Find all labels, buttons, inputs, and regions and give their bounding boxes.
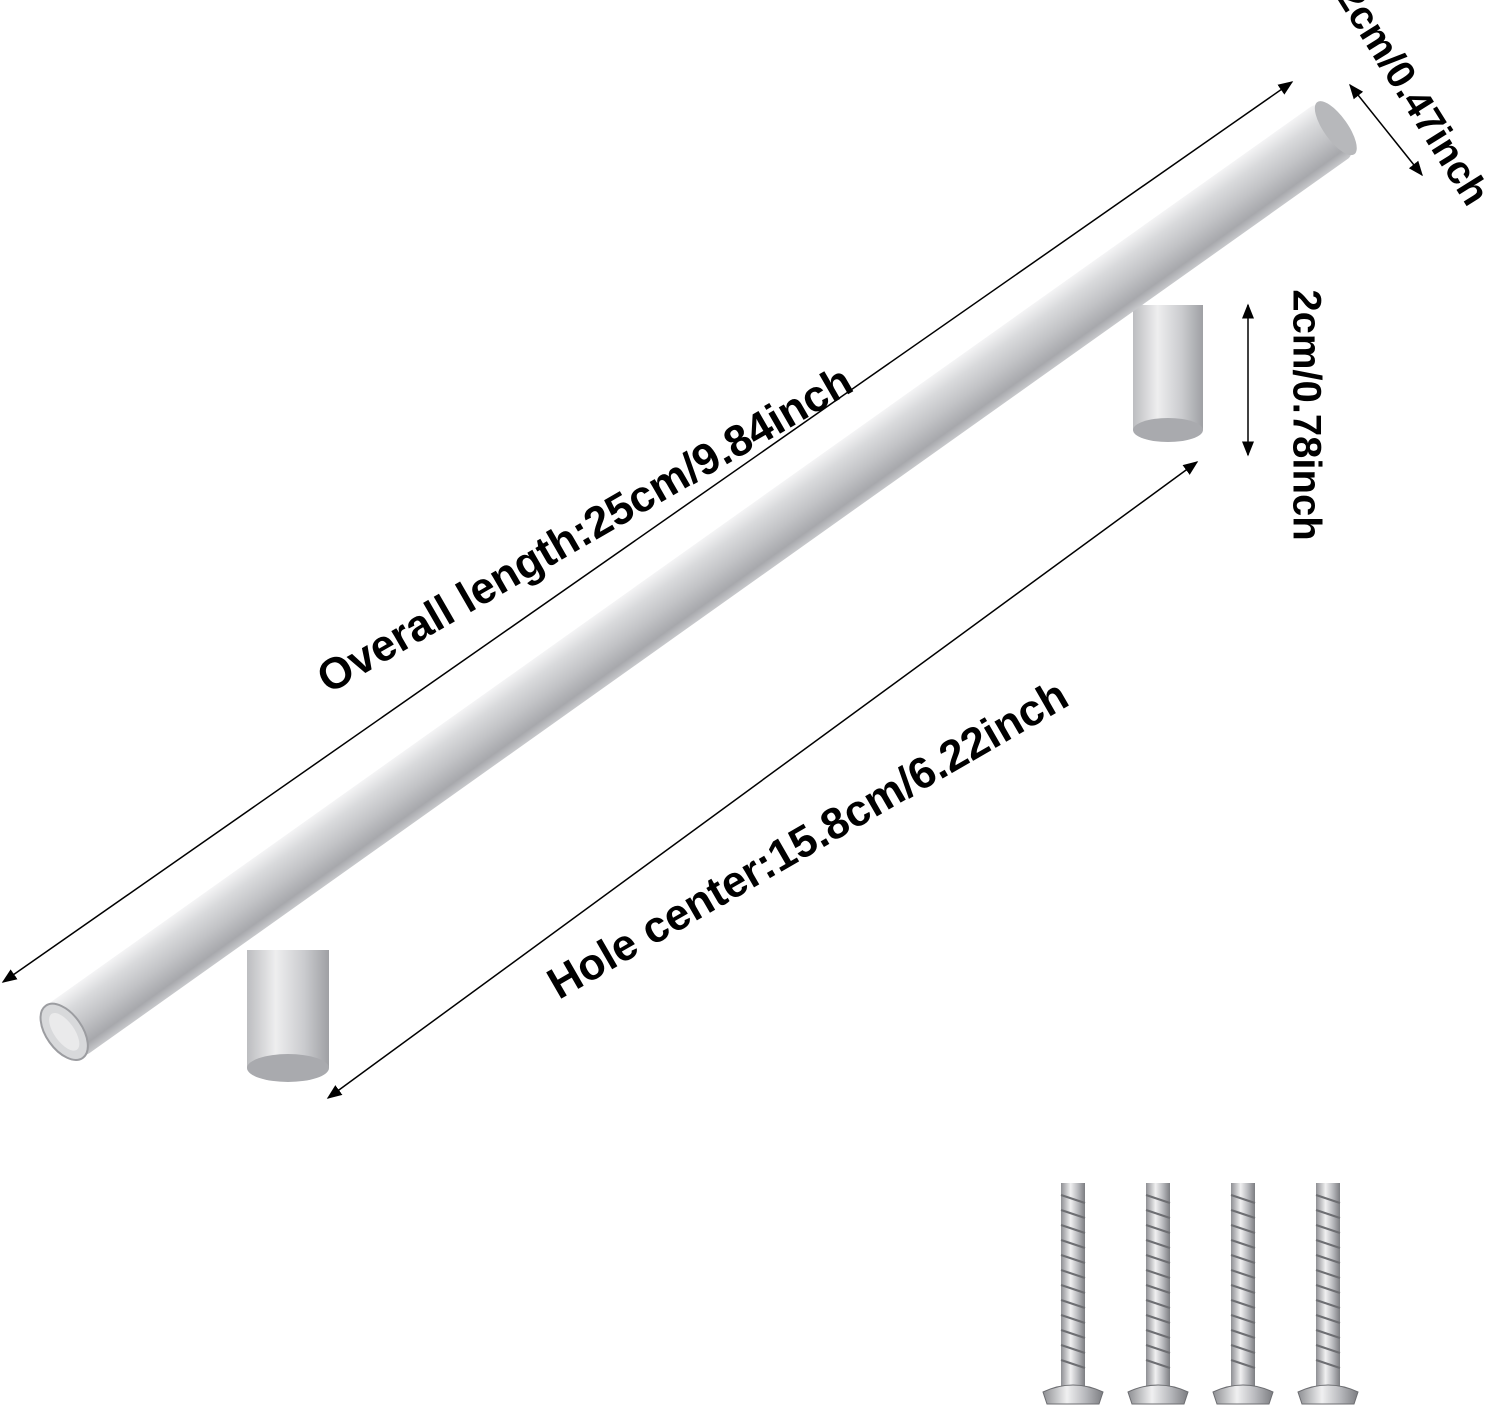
hole-center-dimension-line xyxy=(326,461,1199,1099)
handle-leg-right xyxy=(1133,305,1203,442)
handle-leg-left xyxy=(247,950,329,1082)
leg-height-label: 2cm/0.78inch xyxy=(1284,289,1329,541)
screw xyxy=(1212,1183,1274,1405)
screw-set xyxy=(1042,1183,1359,1405)
screw xyxy=(1127,1183,1189,1405)
bar-diameter-dimension-line xyxy=(1349,83,1423,177)
screw xyxy=(1297,1183,1359,1405)
screw xyxy=(1042,1183,1104,1405)
overall-length-dimension-line xyxy=(1,81,1294,983)
